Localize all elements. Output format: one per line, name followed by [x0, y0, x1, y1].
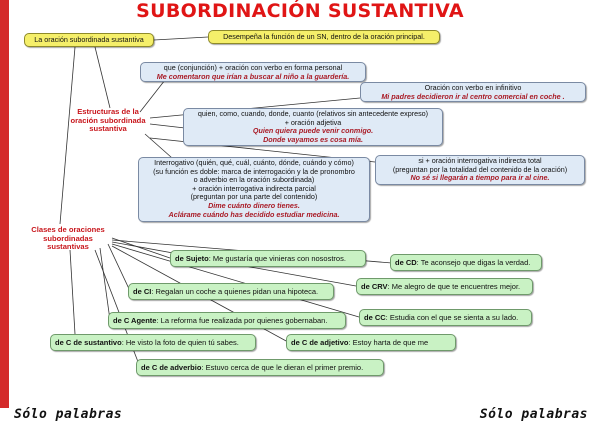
structure-interrogative-line1: Interrogativo (quién, qué, cuál, cuánto,… [154, 158, 354, 167]
left-accent-bar [0, 0, 9, 408]
class-label: de CI [133, 287, 152, 296]
structure-interrogative-line2: (su función es doble: marca de interroga… [153, 166, 355, 176]
class-ci-box: de CI: Regalan un coche a quienes pidan … [128, 283, 334, 300]
structure-si-box: si + oración interrogativa indirecta tot… [375, 155, 585, 185]
definition-box: Desempeña la función de un SN, dentro de… [208, 30, 440, 44]
structure-interrogative-example1: Dime cuánto dinero tienes. [208, 200, 300, 210]
class-example: : Regalan un coche a quienes pidan una h… [151, 287, 319, 296]
root-concept-box: La oración subordinada sustantiva [24, 33, 154, 47]
class-cd-box: de CD: Te aconsejo que digas la verdad. [390, 254, 542, 271]
class-sujeto-box: de Sujeto: Me gustaría que vinieras con … [170, 250, 366, 267]
structure-que-box: que (conjunción) + oración con verbo en … [140, 62, 366, 82]
class-example: : Te aconsejo que digas la verdad. [416, 258, 531, 267]
structure-si-line2: (preguntan por la totalidad del contenid… [392, 164, 568, 174]
structure-infinitive-text: Oración con verbo en infinitivo [424, 83, 522, 92]
structure-interrogative-example2: Aclárame cuándo has decidido estudiar me… [168, 209, 340, 219]
class-adjetivo-box: de C de adjetivo: Estoy harta de que me … [286, 334, 456, 351]
definition-text: Desempeña la función de un SN, dentro de… [223, 32, 425, 41]
class-label: de C de sustantivo [55, 338, 122, 347]
class-sustantivo-box: de C de sustantivo: He visto la foto de … [50, 334, 256, 351]
class-label: de C de adverbio [141, 363, 202, 372]
class-adverbio-box: de C de adverbio: Estuvo cerca de que le… [136, 359, 384, 376]
class-label: de CRV [361, 282, 388, 291]
page-title: SUBORDINACIÓN SUSTANTIVA [136, 0, 464, 22]
class-label: de CC [364, 313, 386, 322]
footer-logo-left: Sólo palabras [14, 407, 123, 422]
class-agente-box: de C Agente: La reforma fue realizada po… [108, 312, 346, 329]
structure-relative-line1: quien, como, cuando, donde, cuanto (rela… [197, 109, 429, 118]
class-example: : La reforma fue realizada por quienes g… [156, 316, 328, 325]
structure-relative-example1: Quien quiera puede venir conmigo. [252, 126, 374, 136]
class-crv-box: de CRV: Me alegro de que te encuentres m… [356, 278, 533, 295]
footer-logo-right: Sólo palabras [479, 407, 588, 422]
root-concept-label: La oración subordinada sustantiva [34, 35, 144, 44]
class-example: : Estuvo cerca de que le dieran el prime… [201, 363, 364, 372]
structure-interrogative-line3: o adverbio en la oración subordinada) [193, 175, 315, 185]
structure-relative-example2: Donde vayamos es cosa mía. [263, 134, 363, 144]
structure-si-line1: si + oración interrogativa indirecta tot… [418, 156, 542, 165]
class-label: de CD [395, 258, 417, 267]
class-label: de C de adjetivo [291, 338, 349, 347]
class-example: : Me gustaría que vinieras con nosostros… [208, 254, 346, 263]
class-example: : Me alegro de que te encuentres mejor. [387, 282, 521, 291]
structure-interrogative-line5: (preguntan por una parte del contenido) [190, 192, 318, 202]
structure-infinitive-example: Mi padres decidieron ir al centro comerc… [381, 91, 565, 101]
class-cc-box: de CC: Estudia con el que se sienta a su… [359, 309, 532, 326]
class-example: : Estoy harta de que me engañen. [348, 338, 429, 347]
structure-infinitive-box: Oración con verbo en infinitivo Mi padre… [360, 82, 586, 102]
structure-relative-line2: + oración adjetiva [284, 117, 342, 127]
class-example: : He visto la foto de quien tú sabes. [121, 338, 239, 347]
structure-que-text: que (conjunción) + oración con verbo en … [163, 63, 343, 72]
class-label: de C Agente [113, 316, 157, 325]
class-label: de Sujeto [175, 254, 209, 263]
structure-interrogative-line4: + oración interrogativa indirecta parcia… [192, 183, 316, 193]
structure-si-example: No sé si llegarán a tiempo para ir al ci… [410, 173, 550, 183]
structure-interrogative-box: Interrogativo (quién, qué, cuál, cuánto,… [138, 157, 370, 222]
structures-heading: Estructuras de la oración subordinada su… [70, 107, 146, 134]
structure-relative-box: quien, como, cuando, donde, cuanto (rela… [183, 108, 443, 146]
class-example: : Estudia con el que se sienta a su lado… [385, 313, 519, 322]
structure-que-example: Me comentaron que irían a buscar al niño… [156, 71, 350, 81]
classes-heading: Clases de oraciones subordinadas sustant… [31, 225, 105, 252]
